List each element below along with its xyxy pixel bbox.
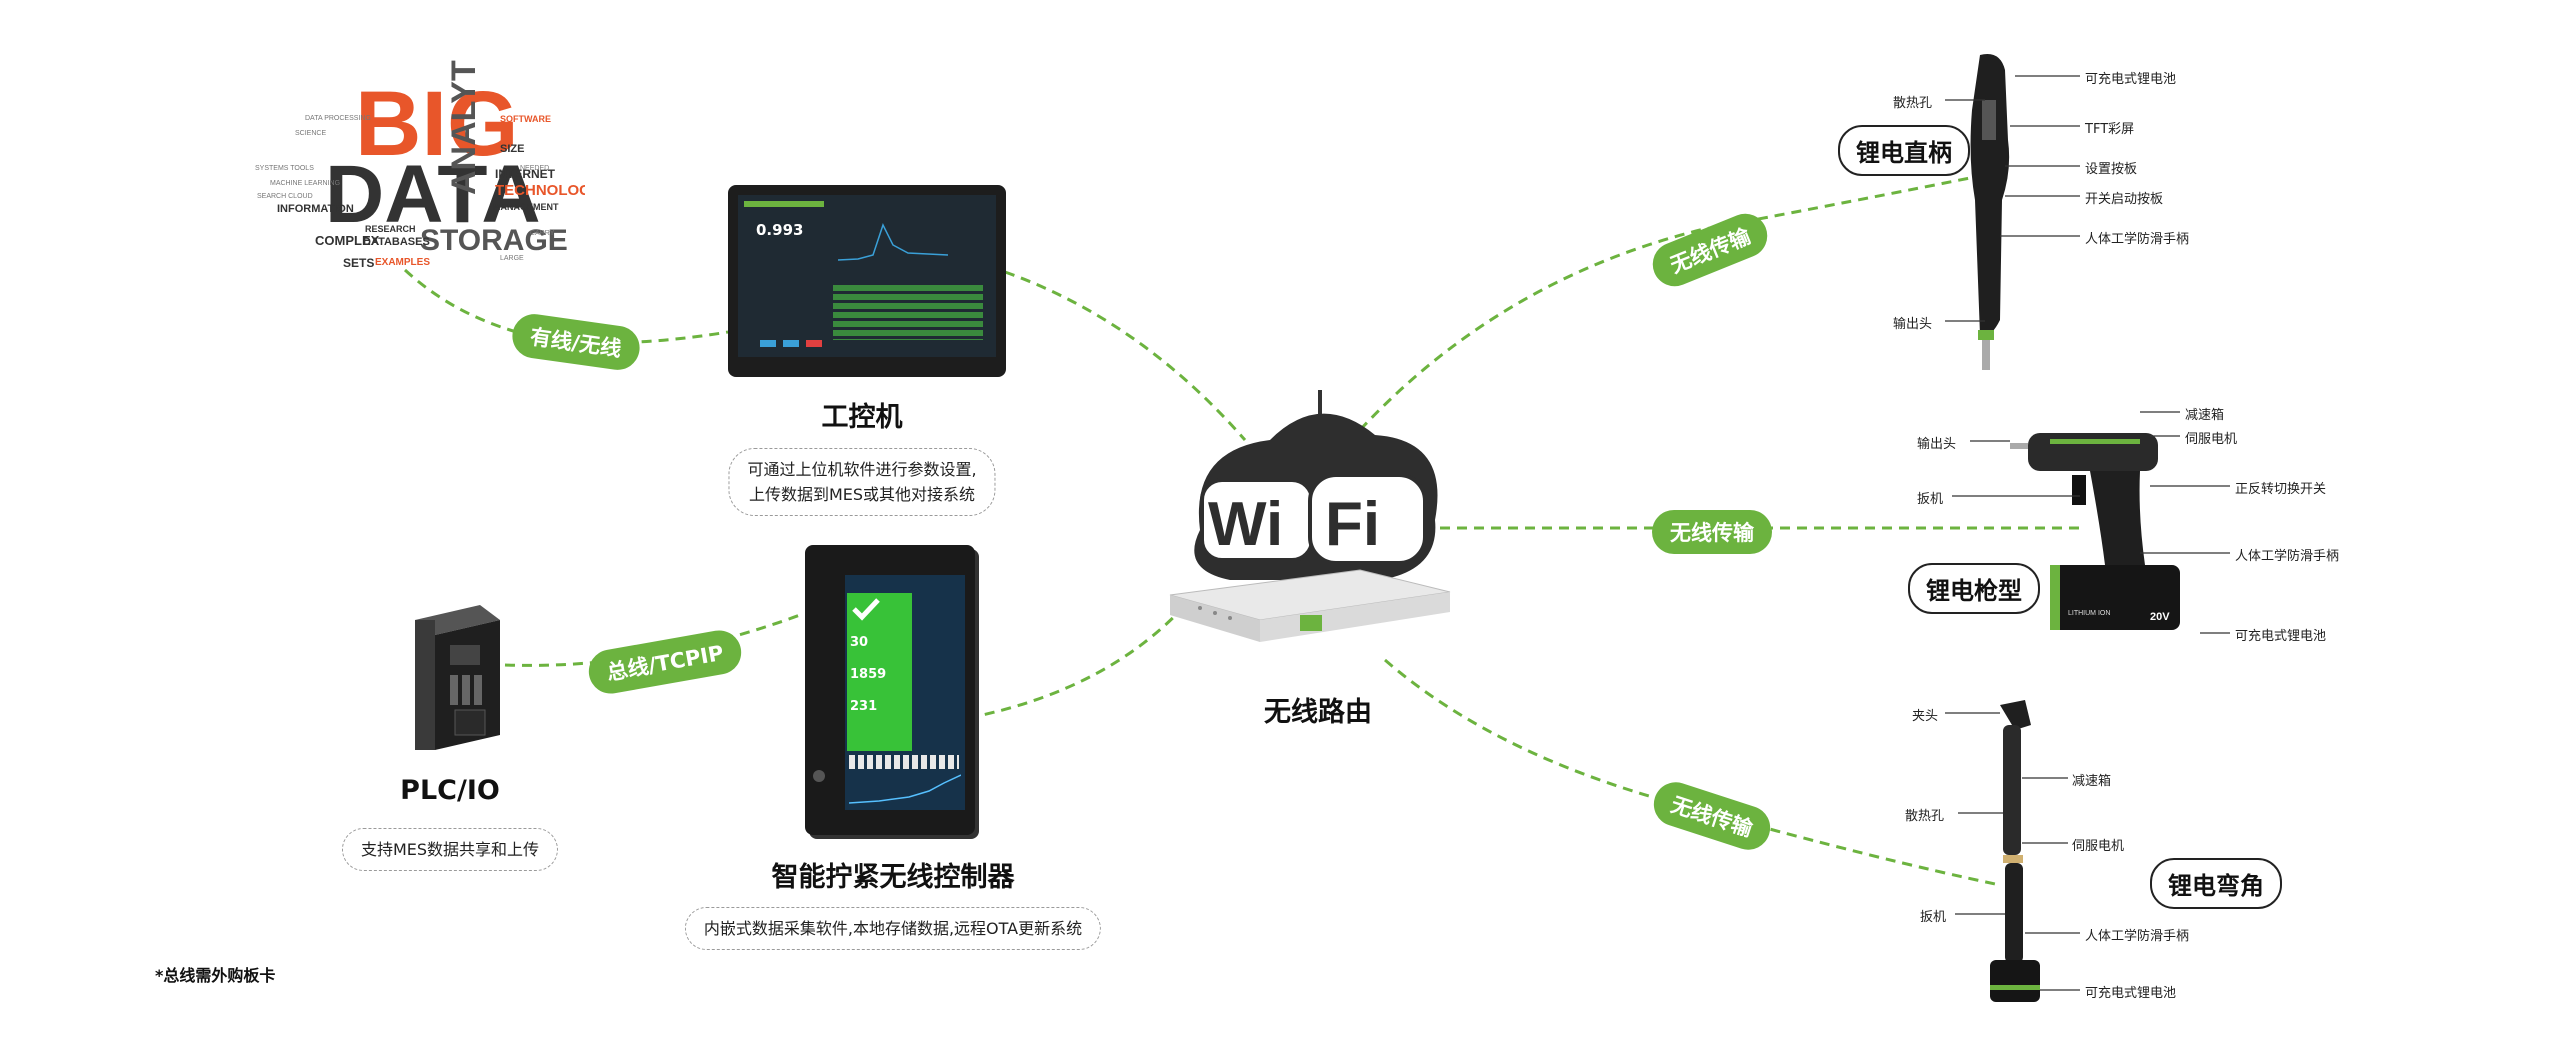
svg-text:SEARCH CLOUD: SEARCH CLOUD [257,193,313,200]
svg-text:SYSTEMS TOOLS: SYSTEMS TOOLS [255,165,314,172]
pc-desc-line-2: 上传数据到MES或其他对接系统 [748,485,976,504]
word-software: SOFTWARE [500,114,551,124]
label-angle-trigger: 扳机 [1920,910,1947,925]
word-databases: DATABASES [363,236,430,248]
label-gun-servo: 伺服电机 [2185,432,2238,447]
plc-title: PLC/IO [400,775,500,806]
gun-battery-volt: 20V [2150,611,2170,623]
plc-device-icon [415,605,500,750]
pc-title: 工控机 [821,402,903,433]
tool-straight-icon [1970,54,2010,370]
pill-wireless-gun: 无线传输 [1652,510,1772,554]
pc-description: 可通过上位机软件进行参数设置, 上传数据到MES或其他对接系统 [728,448,996,516]
tool-gun-icon: LITHIUM ION 20V [2010,433,2180,630]
router-title: 无线路由 [1264,697,1372,728]
label-straight-vent: 散热孔 [1893,96,1933,111]
label-angle-clamp: 夹头 [1912,709,1939,724]
line-controller-wifi [967,599,1192,720]
label-gun-battery: 可充电式锂电池 [2235,629,2327,644]
pc-screen-value: 0.993 [756,221,804,239]
svg-text:NEEDED: NEEDED [520,165,549,172]
svg-text:CARRY: CARRY [530,230,555,237]
label-straight-grip: 人体工学防滑手柄 [2085,232,2190,247]
label-gun-reverse: 正反转切换开关 [2235,482,2327,497]
wifi-fi-text: Fi [1325,490,1380,559]
label-gun-trigger: 扳机 [1917,492,1944,507]
label-angle-vent: 散热孔 [1905,809,1945,824]
big-text: BIG [355,73,519,175]
plc-description: 支持MES数据共享和上传 [341,828,559,871]
big-data-cloud: BIG DATA ANALYTICS STORAGE TECHNOLOGIES … [255,60,585,270]
word-management: MANAGEMENT [493,202,559,212]
word-research: RESEARCH [365,224,416,234]
controller-title: 智能拧紧无线控制器 [771,862,1015,893]
word-information: INFORMATION [277,203,354,215]
word-examples: EXAMPLES [375,257,430,268]
label-straight-settings: 设置按板 [2085,162,2138,177]
line-wifi-straight [1358,173,1986,432]
controller-value-1: 30 [850,635,869,650]
label-straight-switch: 开关启动按板 [2085,192,2164,207]
controller-value-3: 231 [850,699,878,714]
controller-device: 30 1859 231 [805,545,975,835]
word-storage: STORAGE [420,224,568,257]
word-sets: SETS [343,256,374,270]
pc-desc-line-1: 可通过上位机软件进行参数设置, [747,460,977,479]
controller-value-2: 1859 [850,667,887,682]
word-size: SIZE [500,143,524,155]
wifi-wi-text: Wi [1208,490,1283,559]
label-angle-servo: 伺服电机 [2072,839,2125,854]
callout-angle: 锂电弯角 [2150,858,2282,909]
label-angle-grip: 人体工学防滑手柄 [2085,929,2190,944]
word-technologies: TECHNOLOGIES [495,182,585,199]
label-gun-grip: 人体工学防滑手柄 [2235,549,2340,564]
callout-straight: 锂电直柄 [1838,125,1970,176]
label-straight-tft: TFT彩屏 [2085,122,2135,137]
label-gun-gearbox: 减速箱 [2185,408,2225,423]
data-text: DATA [325,149,541,240]
svg-text:SCIENCE: SCIENCE [295,130,326,137]
label-straight-battery: 可充电式锂电池 [2085,72,2177,87]
label-angle-gearbox: 减速箱 [2072,774,2112,789]
wifi-router-icon: Wi Fi [1169,390,1451,642]
gun-battery-text: LITHIUM ION [2068,610,2110,617]
label-angle-battery: 可充电式锂电池 [2085,986,2177,1001]
label-straight-output: 输出头 [1893,317,1933,332]
svg-text:LARGE: LARGE [500,255,524,262]
pc-screen: 0.993 [738,195,996,357]
controller-description: 内嵌式数据采集软件,本地存储数据,远程OTA更新系统 [684,907,1102,950]
word-analytics: ANALYTICS [445,60,483,195]
tool-angle-icon [1990,700,2040,1002]
line-pc-wifi [1004,270,1247,441]
word-internet: INTERNET [495,167,556,181]
label-gun-output: 输出头 [1917,437,1957,452]
callout-gun: 锂电枪型 [1908,563,2040,614]
line-plc-controller [504,613,801,667]
controller-screen: 30 1859 231 [845,575,965,810]
svg-text:MACHINE LEARNING: MACHINE LEARNING [270,180,340,187]
industrial-pc: 0.993 [728,185,1006,377]
footnote: *总线需外购板卡 [155,966,276,985]
word-complex: COMPLEX [315,233,380,248]
svg-text:DATA PROCESSING: DATA PROCESSING [305,115,371,122]
line-bigdata-pc [403,268,729,345]
